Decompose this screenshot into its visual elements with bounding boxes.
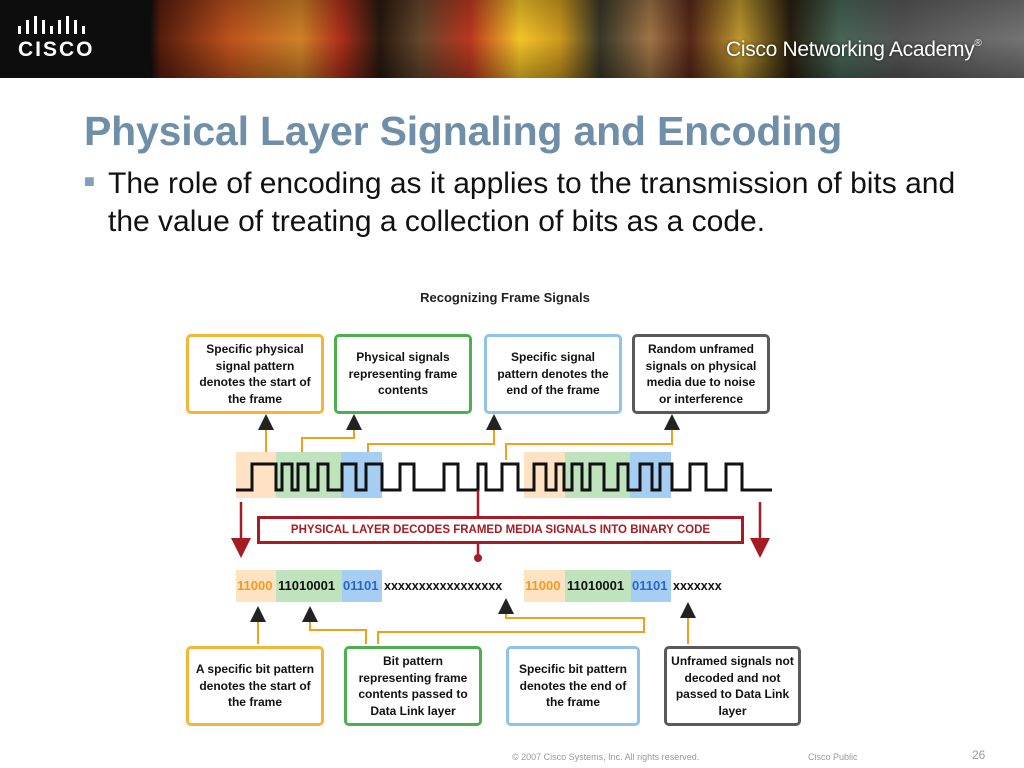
footer-copyright: © 2007 Cisco Systems, Inc. All rights re… xyxy=(512,752,700,762)
bits-content-2: 11010001 xyxy=(567,578,625,593)
registered-mark: ® xyxy=(974,38,982,49)
box-end-bits: Specific bit pattern denotes the end of … xyxy=(506,646,640,726)
bits-start-1: 11000 xyxy=(237,578,273,593)
bit-band-start-1 xyxy=(236,570,276,602)
square-wave-signal xyxy=(236,462,772,492)
cisco-logo: CISCO xyxy=(14,14,114,64)
cisco-bars-icon xyxy=(18,16,85,34)
bullet-square-icon: ■ xyxy=(84,171,95,191)
box-noise-bits: Unframed signals not decoded and not pas… xyxy=(664,646,801,726)
bullet-text: The role of encoding as it applies to th… xyxy=(108,167,956,238)
footer-classification: Cisco Public xyxy=(808,752,858,762)
academy-wordmark: Cisco Networking Academy® xyxy=(726,38,982,62)
bit-band-content-1 xyxy=(276,570,342,602)
bullet-item: ■ The role of encoding as it applies to … xyxy=(84,165,964,241)
bit-band-end-1 xyxy=(342,570,382,602)
academy-text: Cisco Networking Academy xyxy=(726,38,975,61)
page-number: 26 xyxy=(972,748,986,762)
bits-noise-1: xxxxxxxxxxxxxxxxx xyxy=(384,579,503,593)
cisco-wordmark: CISCO xyxy=(18,38,95,61)
decode-node xyxy=(474,554,482,562)
bit-band-end-2 xyxy=(631,570,671,602)
bit-band-content-2 xyxy=(565,570,631,602)
diagram-title: Recognizing Frame Signals xyxy=(420,290,590,305)
box-end-signal: Specific signal pattern denotes the end … xyxy=(484,334,622,414)
banner-photo-strip xyxy=(150,0,1024,78)
decode-banner: PHYSICAL LAYER DECODES FRAMED MEDIA SIGN… xyxy=(257,516,744,544)
header-banner: CISCO Cisco Networking Academy® xyxy=(0,0,1024,78)
bits-end-1: 01101 xyxy=(343,578,379,593)
box-noise-signal: Random unframed signals on physical medi… xyxy=(632,334,770,414)
bit-band-start-2 xyxy=(524,570,565,602)
bits-start-2: 11000 xyxy=(525,578,561,593)
bits-end-2: 01101 xyxy=(632,578,668,593)
bits-content-1: 11010001 xyxy=(278,578,336,593)
bits-noise-2: xxxxxxx xyxy=(673,579,722,593)
slide-title: Physical Layer Signaling and Encoding xyxy=(84,108,843,154)
box-frame-signals: Physical signals representing frame cont… xyxy=(334,334,472,414)
box-start-signal: Specific physical signal pattern denotes… xyxy=(186,334,324,414)
box-frame-bits: Bit pattern representing frame contents … xyxy=(344,646,482,726)
box-start-bits: A specific bit pattern denotes the start… xyxy=(186,646,324,726)
